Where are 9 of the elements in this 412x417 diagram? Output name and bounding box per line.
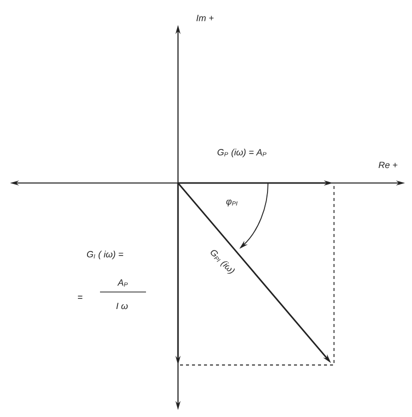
equation-label: I ω	[116, 302, 128, 310]
axis-label: Im +	[196, 14, 214, 22]
vector-label: G$_{PI}$ (iω)	[210, 250, 235, 274]
equation-label: =	[78, 296, 82, 299]
equation-label: A$_{P}$	[117, 279, 128, 287]
vector-label: G$_{P}$ (iω) = A$_{P}$	[218, 148, 266, 158]
axis-label: Re +	[378, 162, 398, 168]
angle-label: φ$_{PI}$	[226, 200, 238, 206]
vector-label: G$_{I}$ ( iω) =	[86, 250, 124, 260]
